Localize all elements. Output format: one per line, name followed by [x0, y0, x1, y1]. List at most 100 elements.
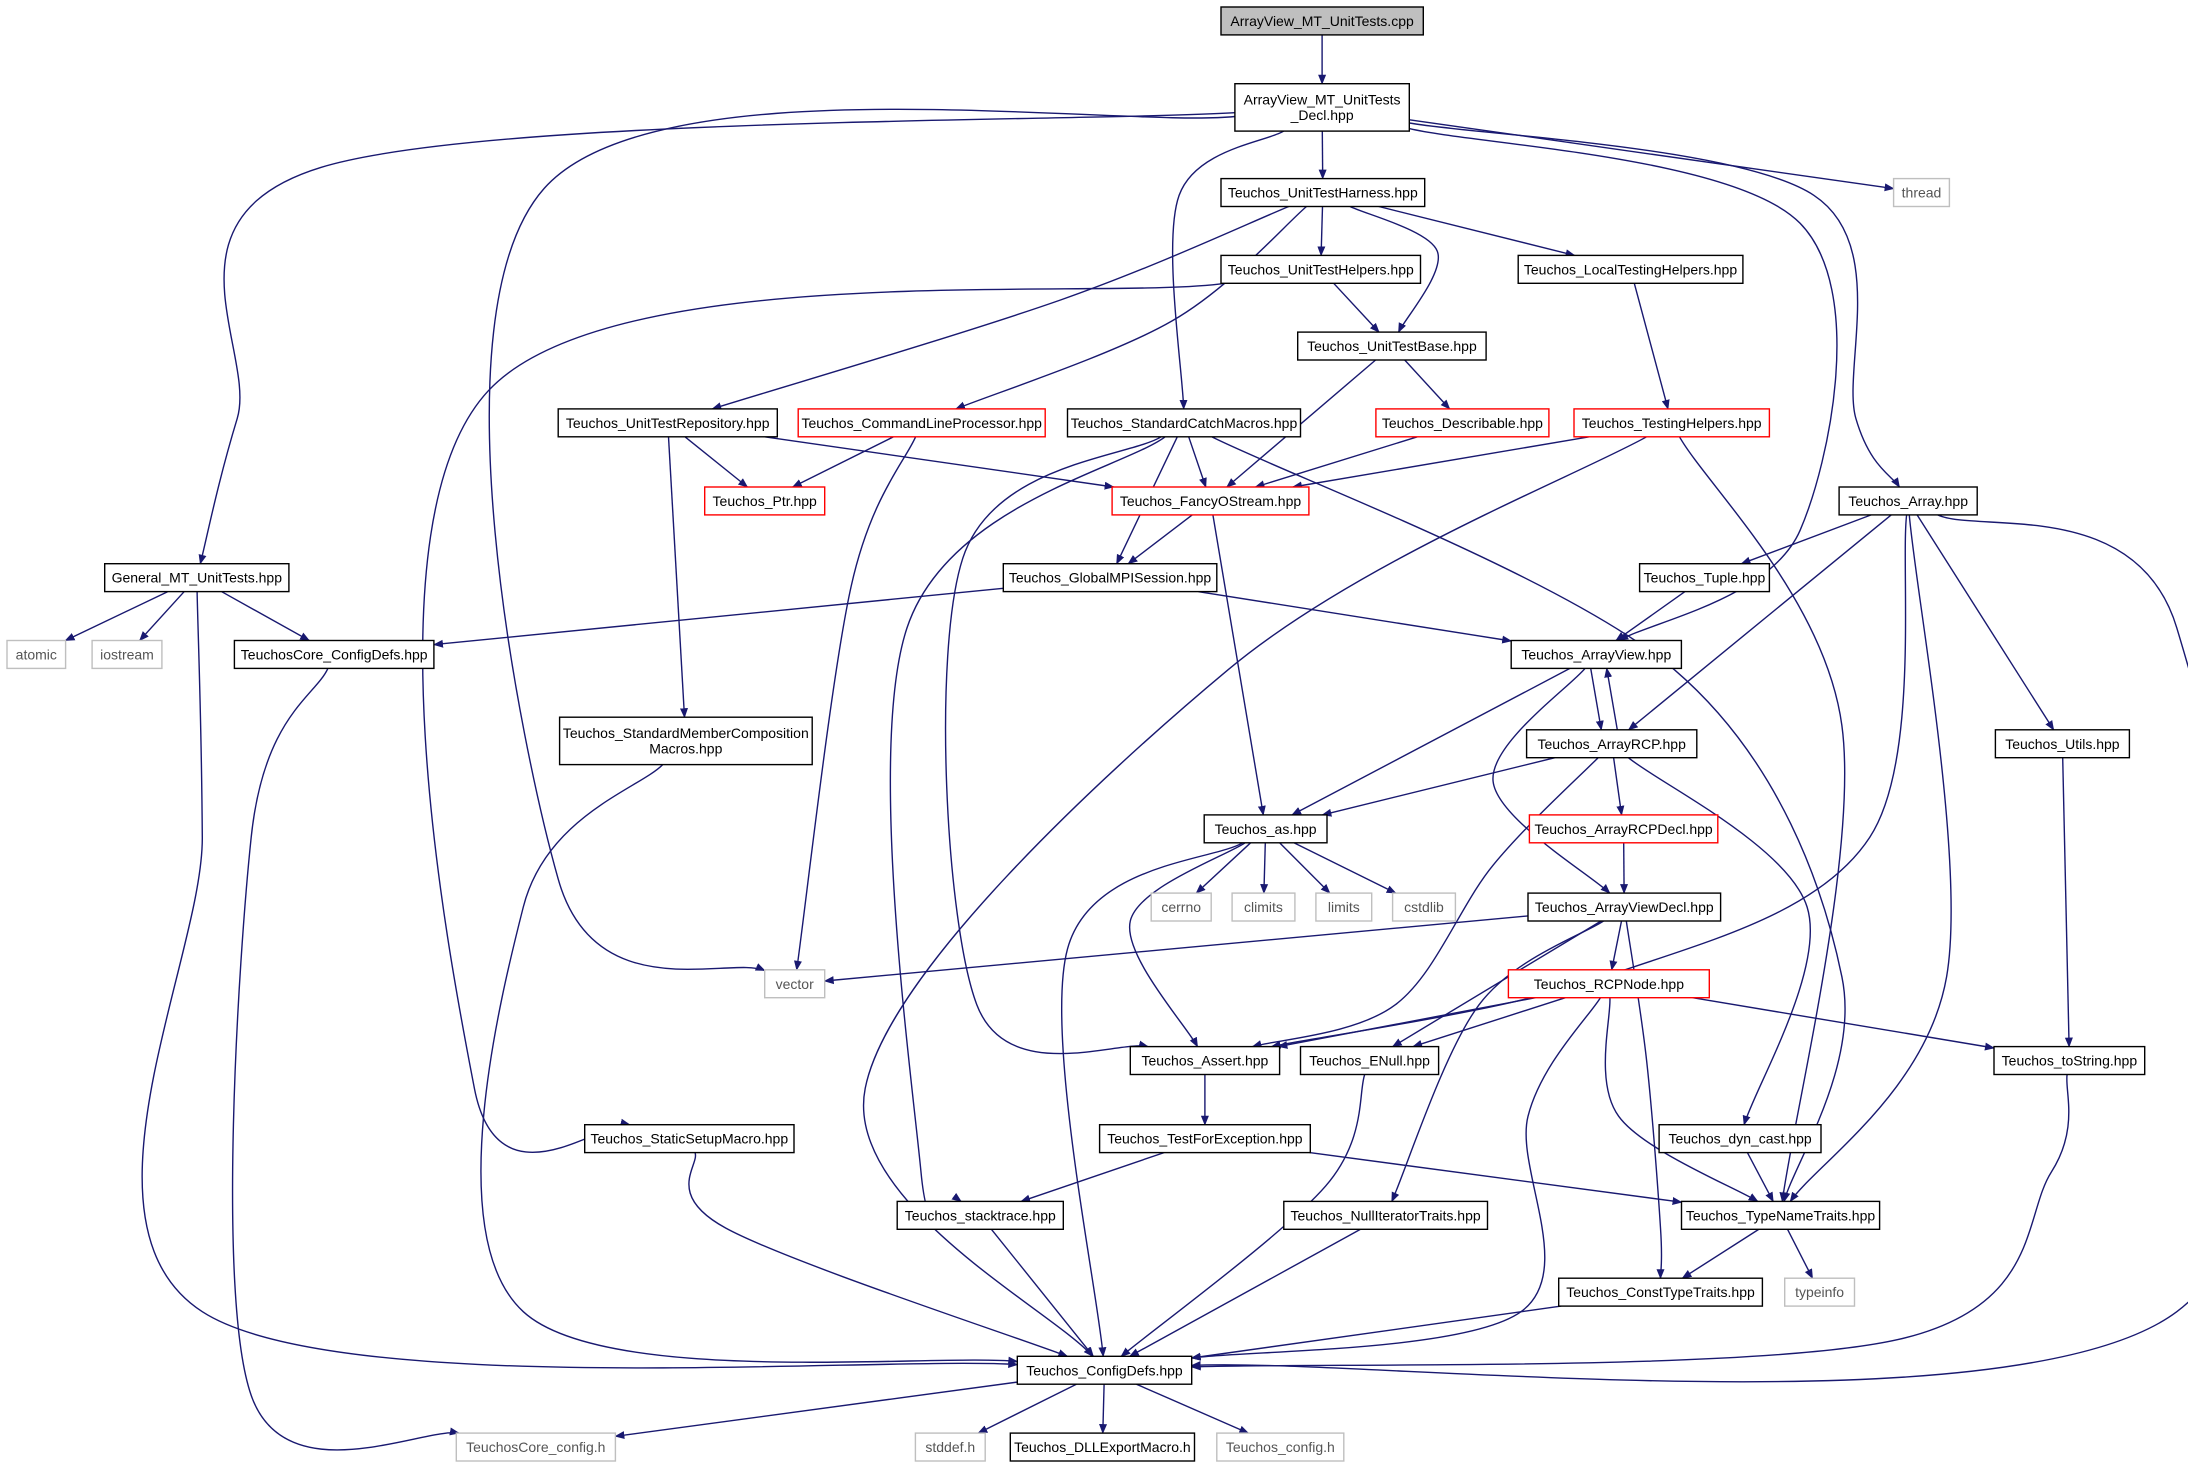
node-teuchos-testforexception-hpp[interactable]: Teuchos_TestForException.hpp — [1098, 1123, 1311, 1154]
edge-teuchos-arrayrcp-hpp-to-teuchos-assert-hpp — [1251, 757, 1599, 1048]
node-label: Teuchos_toString.hpp — [2002, 1053, 2138, 1069]
edge-teuchos-enull-hpp-to-teuchos-configdefs-hpp — [1120, 1074, 1366, 1357]
edge-teuchos-rcpnode-hpp-to-teuchos-configdefs-hpp — [1190, 997, 1601, 1361]
node-box — [1994, 729, 2131, 759]
node-teuchos-commandlineprocessor-hpp[interactable]: Teuchos_CommandLineProcessor.hpp — [797, 408, 1046, 438]
node-arrayview-mt-unittests-cpp[interactable]: ArrayView_MT_UnitTests.cpp — [1220, 6, 1425, 36]
node-label: stddef.h — [925, 1439, 975, 1455]
node-label: Teuchos_ArrayRCPDecl.hpp — [1534, 821, 1712, 837]
node-box — [455, 1432, 617, 1462]
node-arrayview-mt-unittests-decl-hpp[interactable]: ArrayView_MT_UnitTests_Decl.hpp — [1234, 82, 1411, 132]
node-teuchos-ptr-hpp[interactable]: Teuchos_Ptr.hpp — [704, 486, 826, 516]
node-label: Teuchos_Utils.hpp — [2005, 736, 2120, 752]
node-teuchos-utils-hpp[interactable]: Teuchos_Utils.hpp — [1994, 729, 2131, 759]
node-teuchos-typenametraits-hpp[interactable]: Teuchos_TypeNameTraits.hpp — [1680, 1200, 1881, 1231]
edge-teuchos-arrayviewdecl-hpp-to-teuchos-rcpnode-hpp — [1609, 920, 1623, 971]
node-box — [1573, 408, 1771, 438]
node-box — [1658, 1123, 1822, 1154]
edge-teuchos-testforexception-hpp-to-teuchos-typenametraits-hpp — [1309, 1151, 1683, 1205]
edge-teuchos-standardcatchmacros-hpp-to-teuchos-fancyostream-hpp — [1188, 436, 1207, 488]
edge-teuchos-unittestbase-hpp-to-teuchos-fancyostream-hpp — [1226, 359, 1377, 488]
node-label: Teuchos_UnitTestBase.hpp — [1307, 338, 1477, 354]
node-box — [1892, 177, 1951, 208]
node-label: Teuchos_ConfigDefs.hpp — [1026, 1362, 1183, 1378]
node-label: ArrayView_MT_UnitTests.cpp — [1230, 13, 1414, 29]
edge-layer — [64, 34, 2188, 1451]
node-teuchos-testinghelpers-hpp[interactable]: Teuchos_TestingHelpers.hpp — [1573, 408, 1771, 438]
edge-teuchoscore-configdefs-hpp-to-teuchoscore-config-h — [231, 668, 460, 1451]
node-thread: thread — [1892, 177, 1951, 208]
node-teuchoscore-config-h: TeuchosCore_config.h — [455, 1432, 617, 1462]
edge-teuchos-unittestharness-hpp-to-teuchos-unittesthelpers-hpp — [1317, 206, 1326, 257]
node-box — [1129, 1045, 1281, 1076]
edge-teuchos-describable-hpp-to-teuchos-fancyostream-hpp — [1254, 436, 1418, 489]
node-teuchos-describable-hpp[interactable]: Teuchos_Describable.hpp — [1375, 408, 1550, 438]
node-teuchos-arrayrcp-hpp[interactable]: Teuchos_ArrayRCP.hpp — [1525, 729, 1698, 759]
node-label: Teuchos_as.hpp — [1215, 821, 1317, 837]
node-teuchos-tostring-hpp[interactable]: Teuchos_toString.hpp — [1993, 1045, 2146, 1076]
node-box — [1315, 892, 1373, 922]
edge-teuchos-commandlineprocessor-hpp-to-vector — [794, 436, 917, 971]
edge-teuchos-array-hpp-to-teuchos-arrayrcp-hpp — [1627, 514, 1892, 731]
node-teuchos-as-hpp[interactable]: Teuchos_as.hpp — [1203, 814, 1328, 844]
node-label: Teuchos_UnitTestRepository.hpp — [566, 415, 770, 431]
node-teuchos-nulliteratortraits-hpp[interactable]: Teuchos_NullIteratorTraits.hpp — [1283, 1200, 1489, 1231]
node-teuchos-unittestrepository-hpp[interactable]: Teuchos_UnitTestRepository.hpp — [557, 408, 779, 438]
node-teuchos-unittestharness-hpp[interactable]: Teuchos_UnitTestHarness.hpp — [1220, 177, 1426, 208]
edge-teuchos-localtestinghelpers-hpp-to-teuchos-testinghelpers-hpp — [1633, 283, 1670, 410]
node-atomic: atomic — [6, 639, 67, 670]
node-teuchoscore-configdefs-hpp[interactable]: TeuchosCore_ConfigDefs.hpp — [233, 639, 435, 670]
node-teuchos-unittestbase-hpp[interactable]: Teuchos_UnitTestBase.hpp — [1296, 331, 1487, 361]
edge-teuchos-unittestrepository-hpp-to-teuchos-fancyostream-hpp — [764, 436, 1115, 490]
node-teuchos-arrayviewdecl-hpp[interactable]: Teuchos_ArrayViewDecl.hpp — [1527, 892, 1722, 922]
node-label: Teuchos_stacktrace.hpp — [905, 1207, 1056, 1223]
node-teuchos-dllexportmacro-h[interactable]: Teuchos_DLLExportMacro.h — [1009, 1432, 1196, 1462]
node-teuchos-arrayrcpdecl-hpp[interactable]: Teuchos_ArrayRCPDecl.hpp — [1528, 814, 1719, 844]
node-box — [1638, 563, 1771, 593]
node-label: Teuchos_NullIteratorTraits.hpp — [1291, 1207, 1481, 1223]
node-label: Teuchos_ArrayView.hpp — [1521, 646, 1671, 662]
node-label: Teuchos_Describable.hpp — [1382, 415, 1543, 431]
edge-teuchos-arrayview-hpp-to-teuchos-arrayrcp-hpp — [1590, 668, 1604, 731]
node-label: Teuchos_dyn_cast.hpp — [1668, 1131, 1811, 1147]
node-general-mt-unittests-hpp[interactable]: General_MT_UnitTests.hpp — [103, 563, 290, 593]
node-teuchos-configdefs-hpp[interactable]: Teuchos_ConfigDefs.hpp — [1016, 1355, 1193, 1385]
edge-teuchos-testinghelpers-hpp-to-teuchos-typenametraits-hpp — [1678, 436, 1846, 1203]
node-box — [1783, 1277, 1856, 1307]
node-label: Teuchos_TestForException.hpp — [1107, 1131, 1303, 1147]
node-teuchos-assert-hpp[interactable]: Teuchos_Assert.hpp — [1129, 1045, 1281, 1076]
node-teuchos-fancyostream-hpp[interactable]: Teuchos_FancyOStream.hpp — [1111, 486, 1310, 516]
node-box — [1150, 892, 1212, 922]
edge-teuchos-as-hpp-to-teuchos-assert-hpp — [1128, 842, 1246, 1048]
node-box — [6, 639, 67, 670]
node-label: TeuchosCore_config.h — [466, 1439, 605, 1455]
node-teuchos-rcpnode-hpp[interactable]: Teuchos_RCPNode.hpp — [1507, 969, 1711, 999]
node-box — [1283, 1200, 1489, 1231]
node-teuchos-enull-hpp[interactable]: Teuchos_ENull.hpp — [1299, 1045, 1440, 1076]
edge-teuchos-arrayrcp-hpp-to-teuchos-dyn-cast-hpp — [1627, 757, 1812, 1126]
node-teuchos-stacktrace-hpp[interactable]: Teuchos_stacktrace.hpp — [896, 1200, 1065, 1231]
node-box — [1111, 486, 1310, 516]
node-cstdlib: cstdlib — [1391, 892, 1457, 922]
node-teuchos-array-hpp[interactable]: Teuchos_Array.hpp — [1838, 486, 1978, 516]
node-teuchos-consttypetraits-hpp[interactable]: Teuchos_ConstTypeTraits.hpp — [1557, 1277, 1764, 1307]
edge-arrayview-mt-unittests-decl-hpp-to-general-mt-unittests-hpp — [198, 112, 1235, 565]
node-teuchos-unittesthelpers-hpp[interactable]: Teuchos_UnitTestHelpers.hpp — [1220, 254, 1422, 284]
node-teuchos-standardcatchmacros-hpp[interactable]: Teuchos_StandardCatchMacros.hpp — [1066, 408, 1302, 438]
node-label: Teuchos_Ptr.hpp — [713, 493, 818, 509]
node-box — [584, 1123, 795, 1154]
node-teuchos-tuple-hpp[interactable]: Teuchos_Tuple.hpp — [1638, 563, 1771, 593]
node-teuchos-globalmpisession-hpp[interactable]: Teuchos_GlobalMPISession.hpp — [1002, 563, 1218, 593]
node-teuchos-staticsetupmacro-hpp[interactable]: Teuchos_StaticSetupMacro.hpp — [584, 1123, 795, 1154]
node-limits: limits — [1315, 892, 1373, 922]
node-box — [1510, 639, 1683, 670]
node-box — [1220, 254, 1422, 284]
node-teuchos-standardmembercompositionmacros-hpp[interactable]: Teuchos_StandardMemberCompositionMacros.… — [558, 716, 813, 766]
node-label: limits — [1328, 899, 1360, 915]
edge-teuchos-unittestharness-hpp-to-teuchos-unittestbase-hpp — [1349, 205, 1440, 334]
node-box — [1527, 892, 1722, 922]
node-teuchos-dyn-cast-hpp[interactable]: Teuchos_dyn_cast.hpp — [1658, 1123, 1822, 1154]
node-teuchos-arrayview-hpp[interactable]: Teuchos_ArrayView.hpp — [1510, 639, 1683, 670]
node-label: climits — [1244, 899, 1283, 915]
node-teuchos-localtestinghelpers-hpp[interactable]: Teuchos_LocalTestingHelpers.hpp — [1517, 254, 1744, 284]
